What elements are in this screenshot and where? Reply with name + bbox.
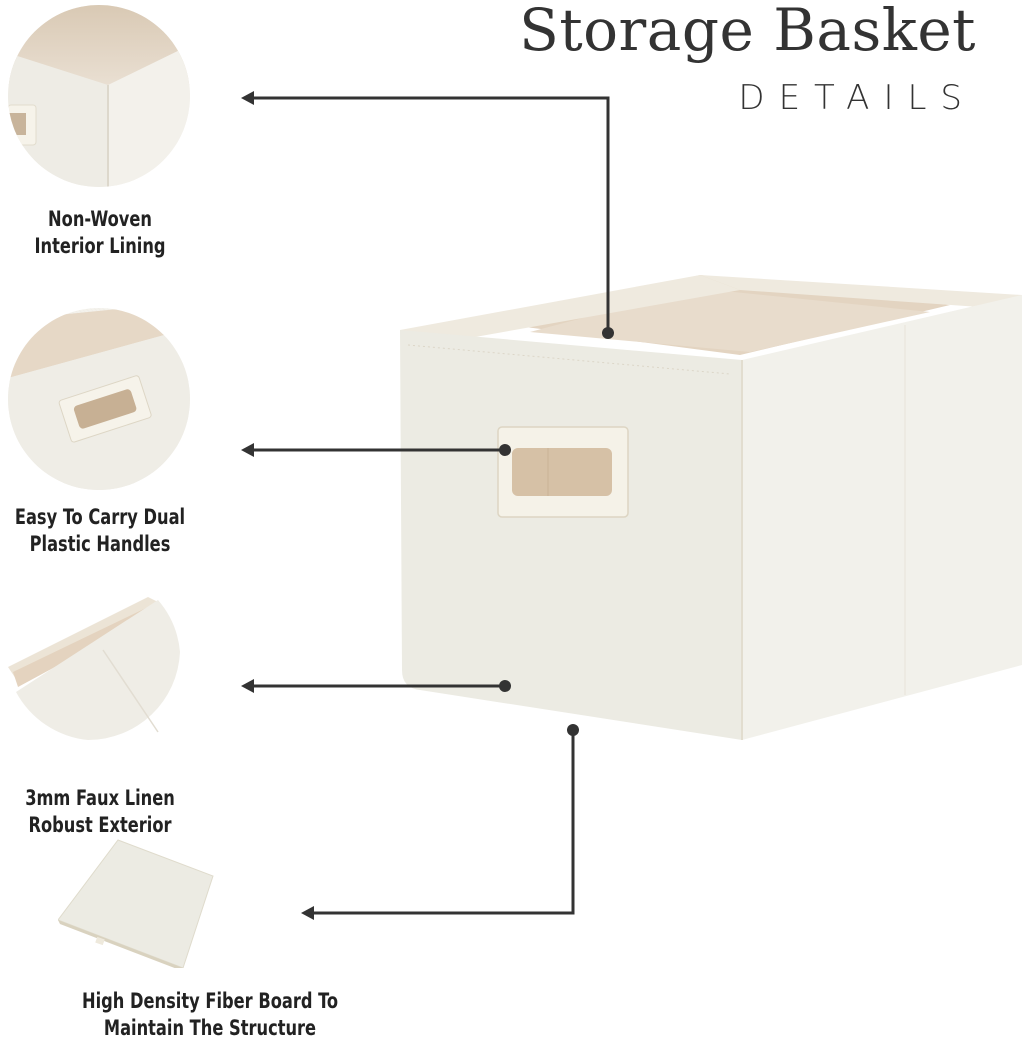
callout-dot-icon: [499, 444, 511, 456]
basket-corner-illustration: [8, 45, 190, 187]
page-title: Storage Basket: [519, 0, 976, 64]
exterior-closeup-image: [8, 592, 190, 740]
storage-basket-image: [390, 270, 1024, 750]
arrow-left-icon: [241, 443, 254, 457]
callout-dot-icon: [499, 680, 511, 692]
feature-label-board: High Density Fiber Board To Maintain The…: [64, 988, 356, 1042]
feature-label-handles: Easy To Carry Dual Plastic Handles: [14, 504, 186, 558]
arrow-left-icon: [241, 679, 254, 693]
feature-label-exterior: 3mm Faux Linen Robust Exterior: [14, 785, 186, 839]
lining-closeup-image: [8, 5, 190, 187]
handle-closeup-image: [8, 308, 190, 490]
feature-label-line2: Maintain The Structure: [103, 1016, 317, 1040]
feature-label-line1: 3mm Faux Linen: [25, 786, 175, 810]
feature-label-line1: Non-Woven: [48, 207, 152, 231]
rim-illustration: [8, 597, 180, 740]
feature-label-line1: High Density Fiber Board To: [81, 989, 338, 1013]
page-subtitle: DETAILS: [738, 78, 976, 118]
callout-dot-icon: [567, 724, 579, 736]
feature-label-line1: Easy To Carry Dual: [14, 505, 186, 529]
handle-illustration: [8, 308, 190, 490]
callout-dot-icon: [602, 327, 614, 339]
feature-label-line2: Robust Exterior: [28, 813, 172, 837]
feature-label-line2: Interior Lining: [34, 234, 166, 258]
feature-label-lining: Non-Woven Interior Lining: [14, 206, 186, 260]
board-illustration: [58, 839, 214, 968]
fiber-board-image: [58, 838, 228, 968]
arrow-left-icon: [241, 91, 254, 105]
basket-illustration: [400, 275, 1022, 740]
arrow-left-icon: [301, 906, 314, 920]
feature-label-line2: Plastic Handles: [29, 532, 171, 556]
